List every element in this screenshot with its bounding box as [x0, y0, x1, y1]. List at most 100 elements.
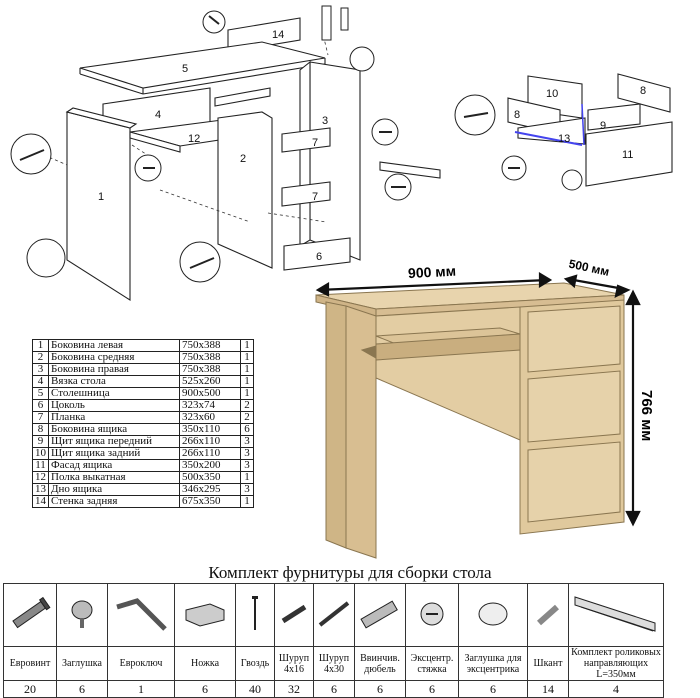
callout-circle	[202, 10, 226, 34]
hardware-name: Заглушка	[56, 646, 108, 681]
screw-long-icon	[313, 583, 355, 647]
drawer-exploded-view	[507, 73, 673, 187]
dim-width: 900 мм	[408, 263, 457, 281]
dim-height: 766 мм	[638, 390, 655, 441]
hardware-name: Заглушка для эксцентрика	[458, 646, 528, 681]
desk-drawer	[527, 370, 621, 443]
parts-cell-name: Щит ящика задний	[48, 447, 180, 460]
parts-cell-qty: 6	[240, 423, 254, 436]
label-2: 2	[240, 153, 246, 165]
parts-cell-qty: 1	[240, 495, 254, 508]
parts-cell-qty: 3	[240, 459, 254, 472]
parts-cell-name: Фасад ящика	[48, 459, 180, 472]
parts-cell-n: 2	[32, 351, 49, 364]
label-13: 13	[558, 133, 570, 145]
parts-cell-size: 750x388	[179, 339, 241, 352]
hardware-name: Шуруп 4x30	[313, 646, 355, 681]
cap-icon	[56, 583, 108, 647]
parts-cell-qty: 1	[240, 387, 254, 400]
parts-cell-n: 9	[32, 435, 49, 448]
parts-cell-qty: 2	[240, 399, 254, 412]
part-side-left	[66, 111, 131, 302]
hardware-name: Ввинчив. дюбель	[354, 646, 406, 681]
hardware-count: 32	[274, 680, 314, 698]
parts-cell-size: 266x110	[179, 435, 241, 448]
hardware-count: 6	[313, 680, 355, 698]
parts-cell-size: 346x295	[179, 483, 241, 496]
parts-cell-size: 350x110	[179, 423, 241, 436]
parts-cell-name: Планка	[48, 411, 180, 424]
label-3: 3	[322, 115, 328, 127]
parts-cell-name: Столешница	[48, 387, 180, 400]
hardware-count: 6	[354, 680, 406, 698]
hardware-count: 20	[3, 680, 57, 698]
parts-cell-qty: 3	[240, 483, 254, 496]
parts-cell-qty: 3	[240, 435, 254, 448]
parts-cell-n: 14	[32, 495, 49, 508]
hardware-count: 1	[107, 680, 175, 698]
parts-cell-n: 11	[32, 459, 49, 472]
part-plinth	[283, 237, 351, 271]
parts-cell-qty: 3	[240, 447, 254, 460]
hardware-name: Евроключ	[107, 646, 175, 681]
parts-cell-size: 750x388	[179, 363, 241, 376]
parts-cell-name: Стенка задняя	[48, 495, 180, 508]
hardware-count: 6	[56, 680, 108, 698]
parts-cell-n: 13	[32, 483, 49, 496]
hardware-count: 40	[235, 680, 275, 698]
parts-cell-qty: 1	[240, 375, 254, 388]
callout-circle	[10, 133, 52, 175]
cam-cap-icon	[458, 583, 528, 647]
label-12: 12	[188, 133, 200, 145]
hardware-count: 6	[174, 680, 236, 698]
hardware-name: Евровинт	[3, 646, 57, 681]
desk-drawer	[527, 305, 621, 373]
callout-circle	[561, 169, 583, 191]
parts-cell-n: 3	[32, 363, 49, 376]
foot-icon	[174, 583, 236, 647]
parts-cell-size: 750x388	[179, 351, 241, 364]
desk-drawer	[527, 441, 621, 523]
hardware-name: Гвоздь	[235, 646, 275, 681]
hardware-name: Комплект роликовых направляющих L=350мм	[568, 646, 664, 681]
cam-lock-icon	[405, 583, 459, 647]
label-7b: 7	[312, 191, 318, 203]
desk-left-side	[325, 301, 347, 549]
label-11: 11	[622, 149, 633, 161]
label-5: 5	[182, 63, 188, 75]
part-drawer-front-panel	[587, 103, 641, 131]
eurobolt-icon	[3, 583, 57, 647]
parts-cell-qty: 2	[240, 411, 254, 424]
parts-cell-n: 8	[32, 423, 49, 436]
label-10: 10	[546, 88, 558, 100]
label-7: 7	[312, 137, 318, 149]
hardware-name: Шуруп 4x16	[274, 646, 314, 681]
hardware-count: 4	[568, 680, 664, 698]
screw-short-icon	[274, 583, 314, 647]
hardware-count: 14	[527, 680, 569, 698]
parts-cell-size: 525x260	[179, 375, 241, 388]
parts-cell-name: Боковина правая	[48, 363, 180, 376]
part-drawer-side	[617, 73, 671, 113]
hex-key-icon	[107, 583, 175, 647]
label-8: 8	[514, 109, 520, 121]
part-drawer-bottom	[517, 117, 586, 145]
dowel-screw-icon	[354, 583, 406, 647]
parts-cell-n: 12	[32, 471, 49, 484]
assembled-desk	[315, 282, 625, 559]
parts-cell-name: Боковина левая	[48, 339, 180, 352]
parts-cell-size: 323x74	[179, 399, 241, 412]
